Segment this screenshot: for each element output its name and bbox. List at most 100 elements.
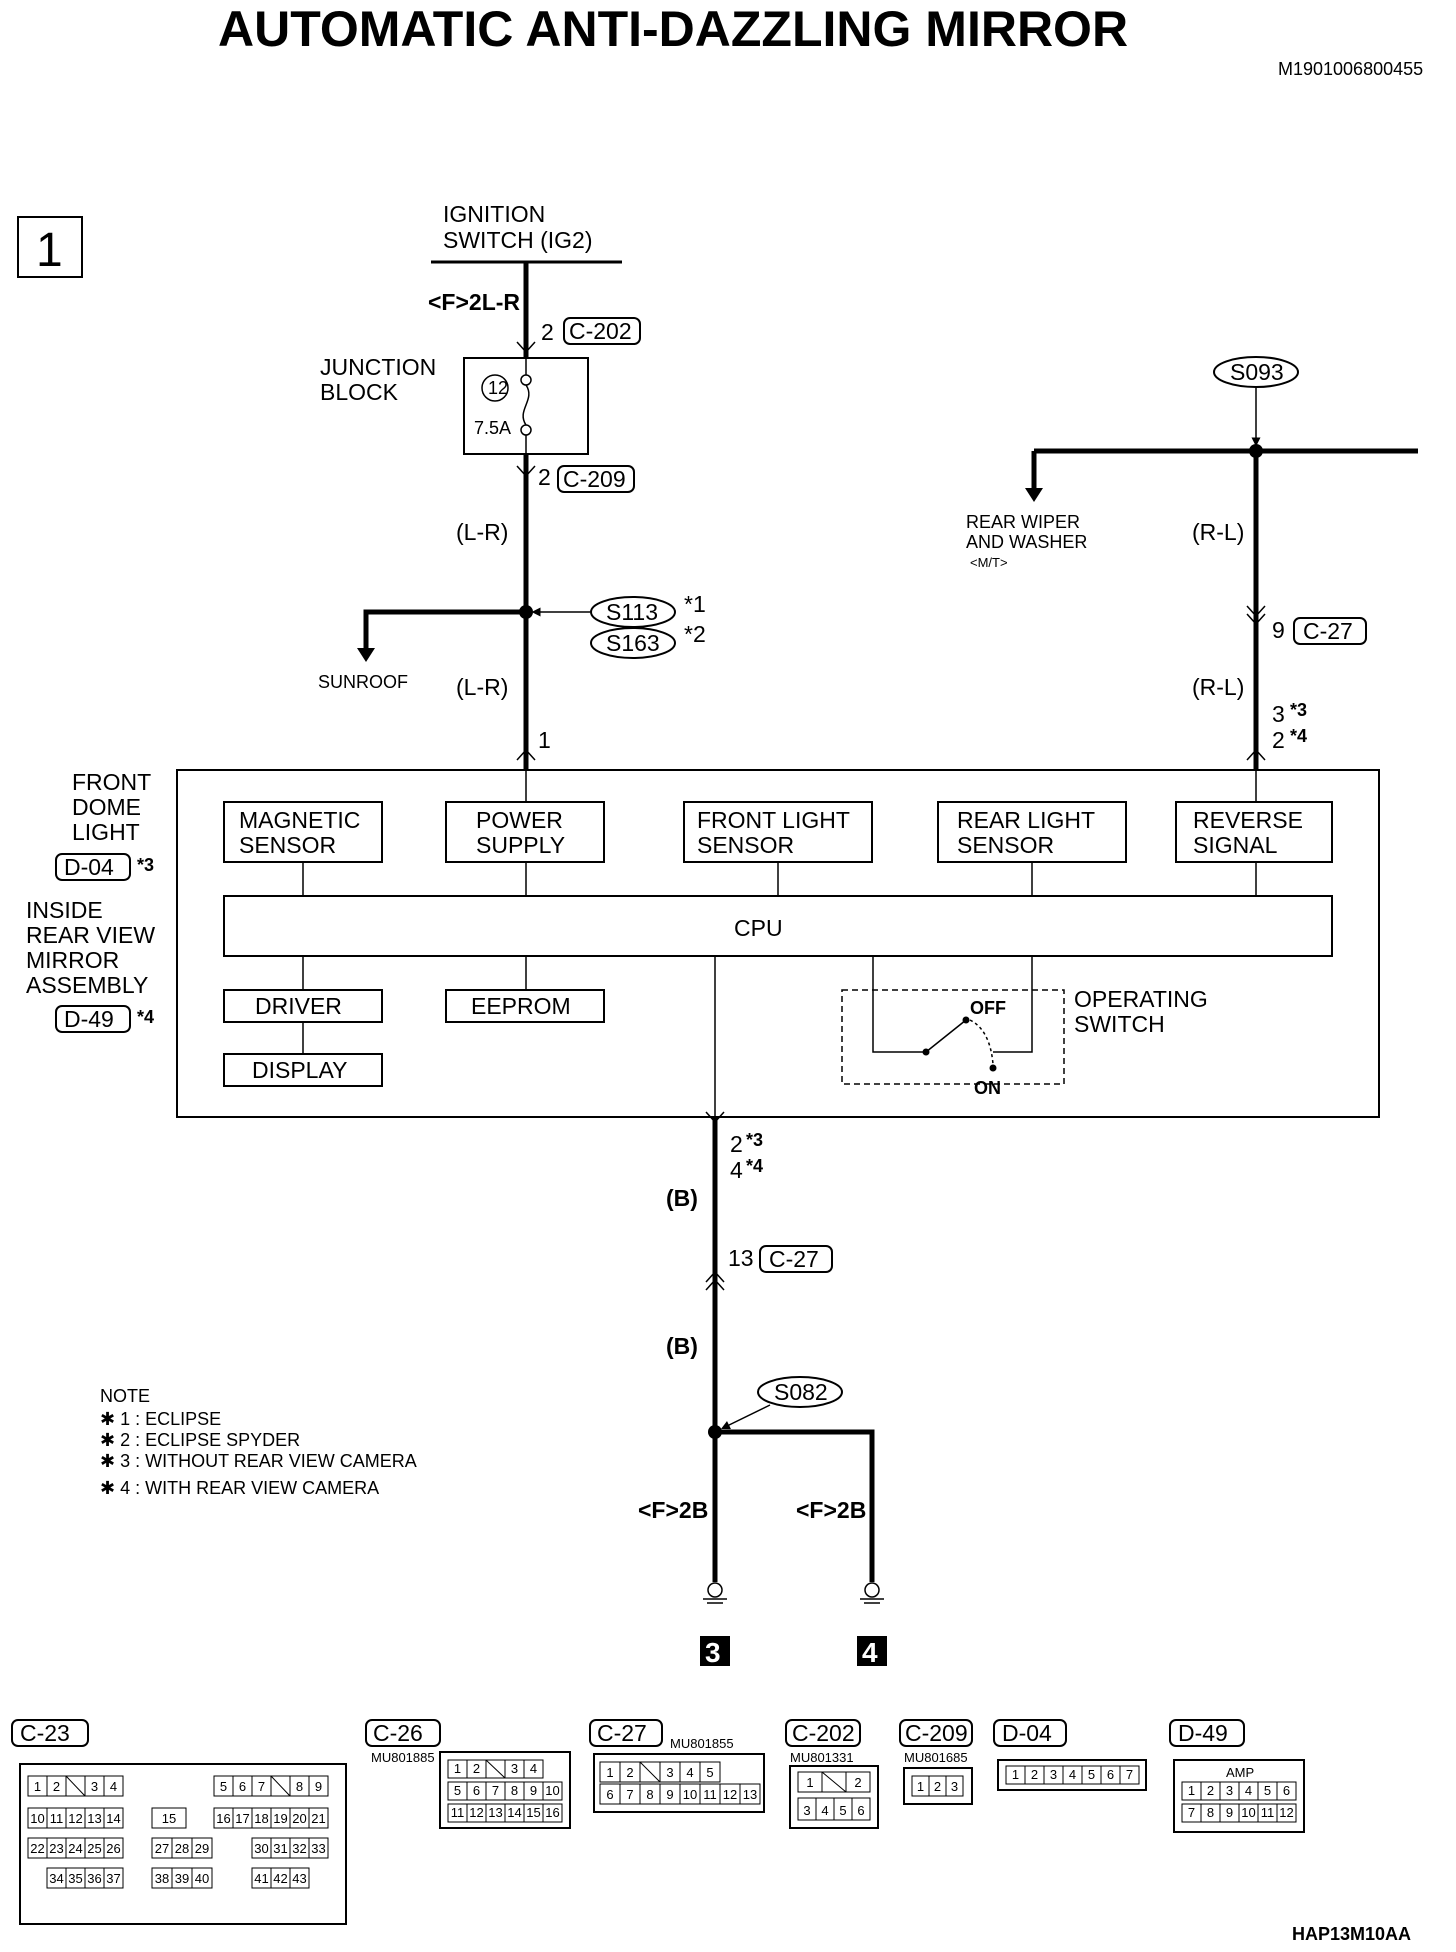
conn-d49-tag-conn <box>1169 1719 1245 1747</box>
pin-number: 9 <box>530 1783 537 1798</box>
note-4: ✱ 4 : WITH REAR VIEW CAMERA <box>100 1478 379 1498</box>
blank-pin-mark <box>639 1761 661 1783</box>
pin-number: 11 <box>451 1805 465 1820</box>
mirror-assy-label-1: INSIDE <box>26 897 103 923</box>
pin-number: 21 <box>311 1811 325 1826</box>
pin-number: 5 <box>220 1779 227 1794</box>
d49-amp-label: AMP <box>1226 1765 1254 1780</box>
pin-number: 13 <box>87 1811 101 1826</box>
pin-number: 10 <box>545 1783 559 1798</box>
conn-c23-label: C-23 <box>20 1720 70 1746</box>
conn-c23-tag <box>11 1719 89 1747</box>
pin-3-star3: 3 <box>1272 701 1285 727</box>
pin-number: 16 <box>216 1811 230 1826</box>
conn-c26-tag <box>365 1719 441 1747</box>
pin-number: 18 <box>254 1811 268 1826</box>
pin-number: 6 <box>473 1783 480 1798</box>
conn-d49-label-conn: D-49 <box>1178 1720 1228 1746</box>
cpu-label: CPU <box>734 915 783 941</box>
pin-number: 12 <box>723 1787 737 1802</box>
block-display <box>223 1053 383 1087</box>
pin-number: 8 <box>646 1787 653 1802</box>
pin-number: 25 <box>87 1841 101 1856</box>
pin-4-ground: 4 <box>730 1157 743 1183</box>
star3-left: *3 <box>137 855 154 875</box>
magnetic-label-2: SENSOR <box>239 832 336 858</box>
pin-number: 2 <box>626 1765 633 1780</box>
switch-wire-left <box>872 956 926 1053</box>
wire-color-b-top: (B) <box>666 1185 698 1211</box>
connector-arrow <box>1246 613 1266 626</box>
pin-13: 13 <box>728 1245 754 1271</box>
conn-d04-label-conn: D-04 <box>1002 1720 1052 1746</box>
pin-number: 41 <box>254 1871 268 1886</box>
pin-number: 23 <box>49 1841 63 1856</box>
pin-number: 13 <box>743 1787 757 1802</box>
conn-c27-label-bottom: C-27 <box>769 1246 819 1272</box>
pin-number: 12 <box>1279 1805 1293 1820</box>
pin-cell <box>191 1837 213 1859</box>
conn-c202-label: C-202 <box>569 318 632 344</box>
pin-1: 1 <box>538 727 551 753</box>
connector-arrow <box>516 341 536 354</box>
pin-number: 2 <box>1031 1767 1038 1782</box>
ground-icon-4 <box>860 1582 884 1604</box>
pin-number: 27 <box>155 1841 169 1856</box>
star1-label: *1 <box>684 591 706 617</box>
junction-label-2: BLOCK <box>320 379 399 405</box>
pin-number: 10 <box>30 1811 44 1826</box>
c26-part-number: MU801885 <box>371 1750 435 1765</box>
ground-ref-3: 3 <box>705 1637 721 1668</box>
rear-wiper-arrow <box>1025 488 1043 502</box>
switch-off-contact <box>962 1016 970 1024</box>
sunroof-label: SUNROOF <box>318 672 408 692</box>
operating-switch-box <box>841 989 1065 1085</box>
pin-number: 24 <box>68 1841 82 1856</box>
c27-part-number: MU801855 <box>670 1736 734 1751</box>
display-label: DISPLAY <box>252 1057 347 1083</box>
c202-part-number: MU801331 <box>790 1750 854 1765</box>
pin-9: 9 <box>1272 617 1285 643</box>
pin-cell <box>1119 1765 1140 1785</box>
conn-c209-tag-conn <box>899 1719 973 1747</box>
pin-number: 7 <box>1126 1767 1133 1782</box>
block-eeprom <box>445 989 605 1023</box>
splice-s093-tag <box>1213 356 1299 388</box>
pin-number: 1 <box>34 1779 41 1794</box>
switch-off-label: OFF <box>970 998 1006 1018</box>
pin-number: 4 <box>686 1765 693 1780</box>
connector-arrow <box>705 1270 725 1283</box>
reverse-label-2: SIGNAL <box>1193 832 1278 858</box>
pin-number: 14 <box>507 1805 521 1820</box>
splice-s113-label: S113 <box>606 599 658 625</box>
conn-c27-tag-bottom <box>759 1245 833 1273</box>
pin-number: 3 <box>666 1765 673 1780</box>
pin-number: 2 <box>934 1779 941 1794</box>
pin-number: 19 <box>273 1811 287 1826</box>
pin-cell <box>103 1837 124 1859</box>
pin-number: 6 <box>857 1803 864 1818</box>
ignition-label-1: IGNITION <box>443 201 545 227</box>
pin-2-ground: 2 <box>730 1131 743 1157</box>
pin-number: 3 <box>803 1803 810 1818</box>
conn-d49-tag <box>55 1005 131 1033</box>
pin-number: 35 <box>68 1871 82 1886</box>
front-dome-label-1: FRONT <box>72 769 151 795</box>
star3-right: *3 <box>1290 700 1307 720</box>
splice-s093-label: S093 <box>1230 359 1284 385</box>
pin-number: 10 <box>1241 1805 1255 1820</box>
block-magnetic-sensor: MAGNETIC SENSOR <box>223 801 383 863</box>
switch-on-label: ON <box>974 1078 1001 1098</box>
conn-d04-tag <box>55 853 131 881</box>
conn-c209-label-conn: C-209 <box>905 1720 968 1746</box>
cpu-block <box>223 895 1333 957</box>
sunroof-arrow <box>357 648 375 662</box>
pin-number: 5 <box>454 1783 461 1798</box>
mirror-assy-label-3: MIRROR <box>26 947 119 973</box>
switch-on-contact <box>989 1064 997 1072</box>
